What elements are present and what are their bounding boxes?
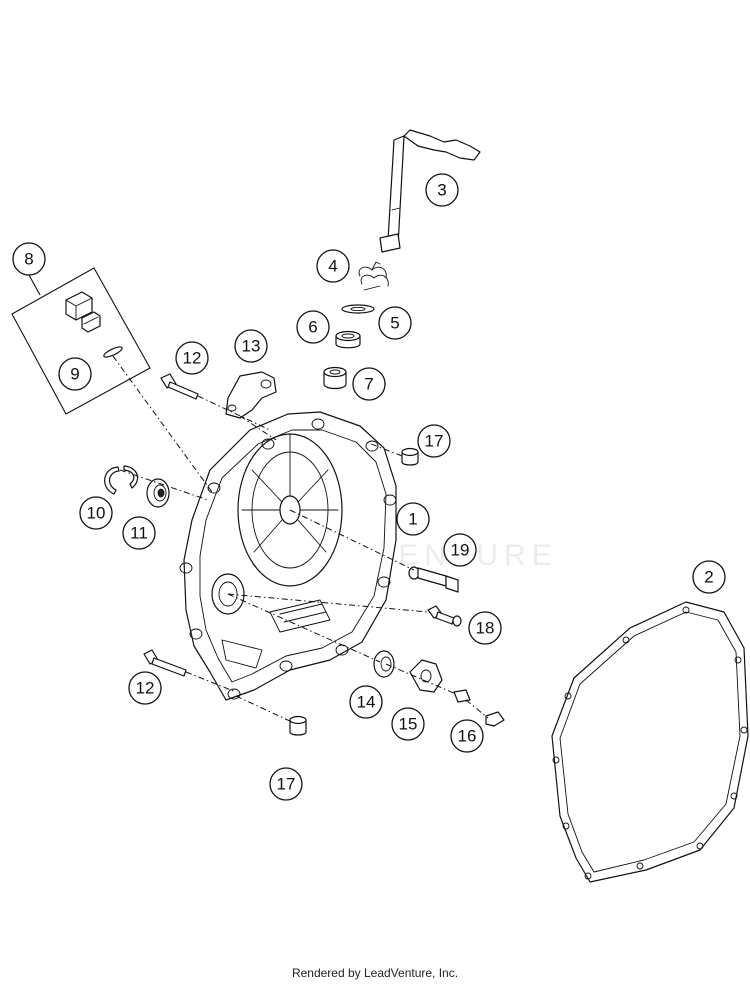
callout-7[interactable]: 7 xyxy=(352,367,386,401)
callout-19[interactable]: 19 xyxy=(443,533,477,567)
part-12-bolt-top[interactable] xyxy=(160,373,199,400)
callout-11[interactable]: 11 xyxy=(122,516,156,550)
callout-15[interactable]: 15 xyxy=(391,707,425,741)
callout-5[interactable]: 5 xyxy=(378,306,412,340)
part-1-clutch-cover[interactable] xyxy=(179,411,397,701)
part-14-seal-ring[interactable] xyxy=(373,650,395,678)
part-5-washer[interactable] xyxy=(341,304,375,314)
part-4-return-spring[interactable] xyxy=(358,261,389,291)
svg-text:10: 10 xyxy=(87,504,106,523)
part-7-bushing[interactable] xyxy=(323,366,347,390)
svg-text:12: 12 xyxy=(183,349,202,368)
callout-14[interactable]: 14 xyxy=(349,685,383,719)
svg-text:5: 5 xyxy=(390,314,399,333)
svg-text:4: 4 xyxy=(328,257,337,276)
callout-13[interactable]: 13 xyxy=(234,329,268,363)
svg-text:11: 11 xyxy=(130,524,148,543)
svg-text:16: 16 xyxy=(458,727,477,746)
svg-text:7: 7 xyxy=(364,375,373,394)
kit-frame xyxy=(11,267,151,415)
callout-16[interactable]: 16 xyxy=(450,719,484,753)
part-16-bolt[interactable] xyxy=(453,689,505,727)
part-15-cover-plate[interactable] xyxy=(409,659,443,693)
callout-1[interactable]: 1 xyxy=(396,502,430,536)
part-2-gasket[interactable] xyxy=(551,601,749,883)
svg-text:2: 2 xyxy=(704,568,713,587)
callout-12-bottom[interactable]: 12 xyxy=(128,671,162,705)
callout-3[interactable]: 3 xyxy=(425,173,459,207)
part-19-plug[interactable] xyxy=(408,566,459,593)
svg-text:18: 18 xyxy=(476,619,495,638)
callout-17-top[interactable]: 17 xyxy=(417,424,451,458)
callout-4[interactable]: 4 xyxy=(316,249,350,283)
part-12-bolt-bottom[interactable] xyxy=(143,649,187,677)
part-17-dowel-pin-top[interactable] xyxy=(401,447,419,466)
callout-8[interactable]: 8 xyxy=(12,242,46,276)
part-9-o-ring[interactable] xyxy=(103,345,124,359)
svg-text:13: 13 xyxy=(242,337,261,356)
callout-18[interactable]: 18 xyxy=(468,611,502,645)
svg-text:3: 3 xyxy=(437,181,446,200)
svg-text:8: 8 xyxy=(24,250,33,269)
svg-text:14: 14 xyxy=(357,693,376,712)
leader-lines xyxy=(112,355,489,723)
svg-text:1: 1 xyxy=(408,510,417,529)
part-10-circlip[interactable] xyxy=(104,465,139,495)
render-credit: Rendered by LeadVenture, Inc. xyxy=(291,966,459,980)
svg-text:19: 19 xyxy=(451,541,470,560)
svg-text:12: 12 xyxy=(136,679,155,698)
part-18-bolt[interactable] xyxy=(427,605,462,627)
part-17-dowel-pin-bottom[interactable] xyxy=(289,715,307,736)
svg-text:15: 15 xyxy=(399,715,418,734)
callout-9[interactable]: 9 xyxy=(58,357,92,391)
svg-text:17: 17 xyxy=(425,432,444,451)
callout-10[interactable]: 10 xyxy=(79,496,113,530)
svg-text:6: 6 xyxy=(308,318,317,337)
part-13-bracket[interactable] xyxy=(225,371,277,419)
callout-2[interactable]: 2 xyxy=(692,560,726,594)
callout-6[interactable]: 6 xyxy=(296,310,330,344)
callout-12-top[interactable]: 12 xyxy=(175,341,209,375)
part-6-needle-bearing[interactable] xyxy=(335,330,361,349)
part-11-shaft-seal[interactable] xyxy=(146,478,170,508)
callout-17-bottom[interactable]: 17 xyxy=(269,767,303,801)
part-3-clutch-lever-shaft[interactable] xyxy=(379,129,481,253)
part-8-oil-filler-plug[interactable] xyxy=(65,291,101,333)
svg-text:17: 17 xyxy=(277,775,296,794)
svg-text:9: 9 xyxy=(70,365,79,384)
